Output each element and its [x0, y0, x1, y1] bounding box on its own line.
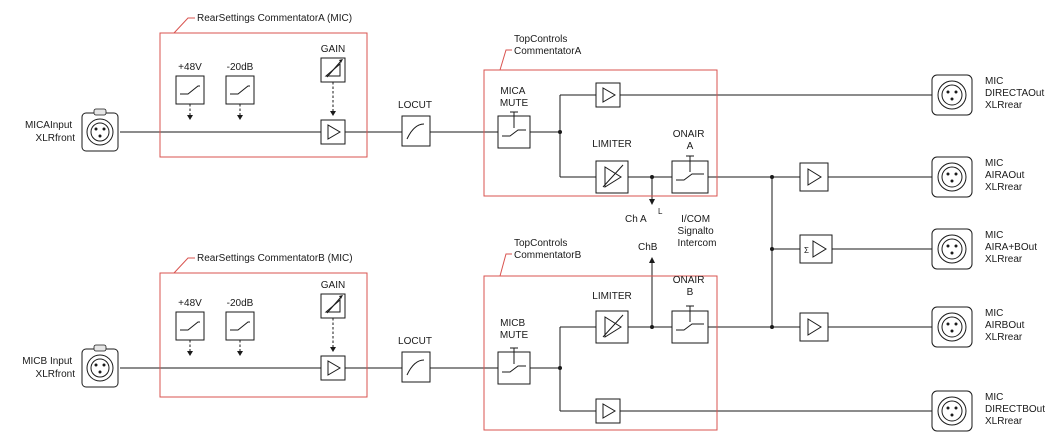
cha-ground-glyph: L [658, 207, 663, 216]
svg-text:Σ: Σ [804, 246, 809, 255]
mic-b-input-xlr-icon [81, 344, 119, 388]
cha-label: Ch A [625, 214, 647, 225]
chb-label: ChB [638, 242, 658, 253]
air-b-amplifier-icon [799, 312, 829, 342]
cha-tap-arrow-icon [649, 199, 655, 205]
locut-a-label: LOCUT [398, 100, 432, 111]
phantom-48v-a-switch-icon [175, 75, 205, 105]
direct-a-out-xlr-icon [931, 74, 973, 116]
rear-settings-b-title: RearSettings CommentatorB (MIC) [197, 253, 353, 264]
onair-b-switch-icon [671, 305, 709, 344]
top-controls-a-title: TopControls CommentatorA [514, 34, 582, 57]
top-controls-b-group [483, 275, 718, 431]
preamp-a-amplifier-icon [320, 119, 346, 145]
onair-a-switch-icon [671, 155, 709, 194]
limiter-a-limiter-icon [595, 160, 629, 194]
mute-b-label: MICB MUTE [500, 318, 529, 341]
pad-20db-a-label: -20dB [227, 62, 254, 73]
rear-settings-b-group [159, 272, 368, 398]
limiter-b-label: LIMITER [592, 291, 631, 302]
phantom-48v-a-label: +48V [178, 62, 202, 73]
top-controls-b-title: TopControls CommentatorB [514, 238, 582, 261]
mute-a-switch-icon [497, 111, 531, 149]
limiter-a-label: LIMITER [592, 139, 631, 150]
junction-dots [558, 130, 774, 370]
pad-20db-a-switch-icon [225, 75, 255, 105]
preamp-b-amplifier-icon [320, 355, 346, 381]
direct-b-out-label: MIC DIRECTBOut XLRrear [985, 392, 1048, 427]
mic-a-input-label: MICAInput XLRfront [25, 120, 75, 144]
onair-a-label: ONAIR A [673, 129, 707, 152]
air-b-out-label: MIC AIRBOut XLRrear [985, 308, 1027, 343]
gain-b-variable-gain-icon [320, 293, 346, 319]
air-ab-out-xlr-icon [931, 228, 973, 270]
intercom-label: I/COM Signalto Intercom [678, 214, 717, 249]
locut-b-label: LOCUT [398, 336, 432, 347]
air-a-out-xlr-icon [931, 156, 973, 198]
air-b-out-xlr-icon [931, 306, 973, 348]
gain-b-label: GAIN [321, 280, 345, 291]
direct-a-amplifier-icon [595, 82, 621, 108]
locut-b-low-cut-filter-icon [401, 351, 431, 383]
pad-20db-b-switch-icon [225, 311, 255, 341]
rear-settings-a-group [159, 32, 368, 158]
gain-a-variable-gain-icon [320, 57, 346, 83]
mic-b-input-label: MICB Input XLRfront [22, 356, 75, 380]
top-controls-a-group [483, 69, 718, 197]
pad-20db-b-label: -20dB [227, 298, 254, 309]
phantom-48v-b-label: +48V [178, 298, 202, 309]
mute-b-switch-icon [497, 347, 531, 385]
locut-a-low-cut-filter-icon [401, 115, 431, 147]
direct-b-out-xlr-icon [931, 390, 973, 432]
air-ab-summing-amplifier-icon: Σ [799, 234, 833, 264]
air-ab-out-label: MIC AIRA+BOut XLRrear [985, 230, 1040, 265]
onair-b-label: ONAIR B [673, 275, 707, 298]
phantom-48v-b-switch-icon [175, 311, 205, 341]
rear-settings-a-title: RearSettings CommentatorA (MIC) [197, 13, 352, 24]
limiter-b-limiter-icon [595, 310, 629, 344]
direct-b-amplifier-icon [595, 398, 621, 424]
air-a-amplifier-icon [799, 162, 829, 192]
mute-a-label: MICA MUTE [500, 86, 529, 109]
chb-tap-arrow-icon [649, 257, 655, 263]
direct-a-out-label: MIC DIRECTAOut XLRrear [985, 76, 1047, 111]
air-a-out-label: MIC AIRAOut XLRrear [985, 158, 1027, 193]
gain-a-label: GAIN [321, 44, 345, 55]
mic-a-input-xlr-icon [81, 108, 119, 152]
